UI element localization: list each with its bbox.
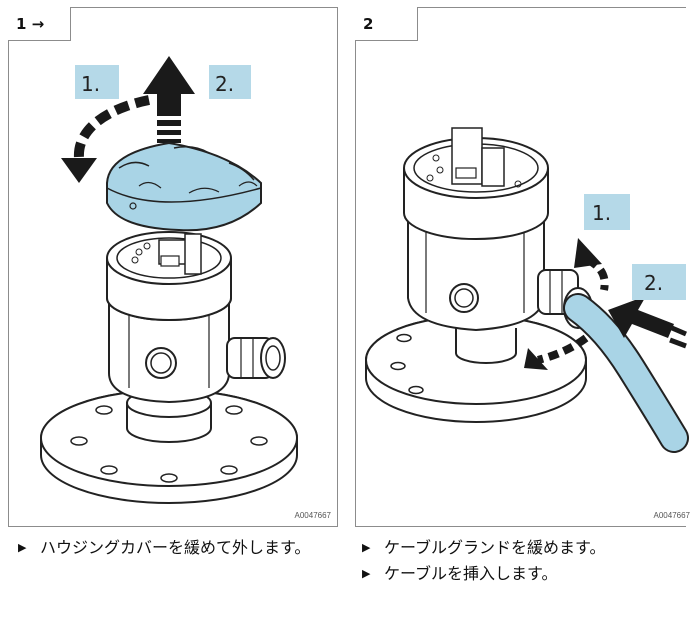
cable-gland-illustration: 1. 2. (365, 127, 689, 453)
callout-box-1 (75, 65, 119, 99)
cable (565, 295, 687, 451)
instruction-text: ケーブルを挿入します。 (384, 564, 558, 583)
instruction-step: ▶ ケーブルグランドを緩めます。 (358, 538, 678, 558)
callout-label-1: 1. (81, 72, 100, 96)
instruction-list-2: ▶ ケーブルグランドを緩めます。 ▶ ケーブルを挿入します。 (358, 538, 678, 590)
instruction-list-1: ▶ ハウジングカバーを緩めて外します。 (14, 538, 334, 564)
instruction-step: ▶ ケーブルを挿入します。 (358, 564, 678, 584)
insert-arrow-icon (608, 296, 674, 338)
lift-arrow-icon (143, 56, 195, 116)
figure-code-1: A0047667 (294, 511, 331, 520)
instruction-step: ▶ ハウジングカバーを緩めて外します。 (14, 538, 334, 558)
triangle-bullet-icon: ▶ (18, 541, 27, 554)
callout-box-1 (584, 194, 630, 230)
figure-number-2: 2 (355, 7, 418, 41)
figure-code-2: A0047667 (653, 511, 690, 520)
instruction-text: ケーブルグランドを緩めます。 (384, 538, 606, 557)
callout-box-2 (209, 65, 251, 99)
triangle-bullet-icon: ▶ (362, 541, 371, 554)
figure-panel-2: 1. 2. 2 A0047667 (355, 7, 690, 527)
figure-panel-1: 1. 2. (8, 7, 338, 527)
figure-number-1: 1 → (8, 7, 71, 41)
triangle-bullet-icon: ▶ (362, 567, 371, 580)
callout-box-2 (632, 264, 686, 300)
callout-label-1: 1. (592, 201, 611, 225)
housing-cover-illustration: 1. 2. (40, 56, 298, 504)
callout-label-2: 2. (215, 72, 234, 96)
instruction-text: ハウジングカバーを緩めて外します。 (40, 538, 311, 557)
callout-label-2: 2. (644, 271, 663, 295)
housing-cover (106, 141, 262, 232)
rotate-arrow-icon (73, 95, 151, 159)
